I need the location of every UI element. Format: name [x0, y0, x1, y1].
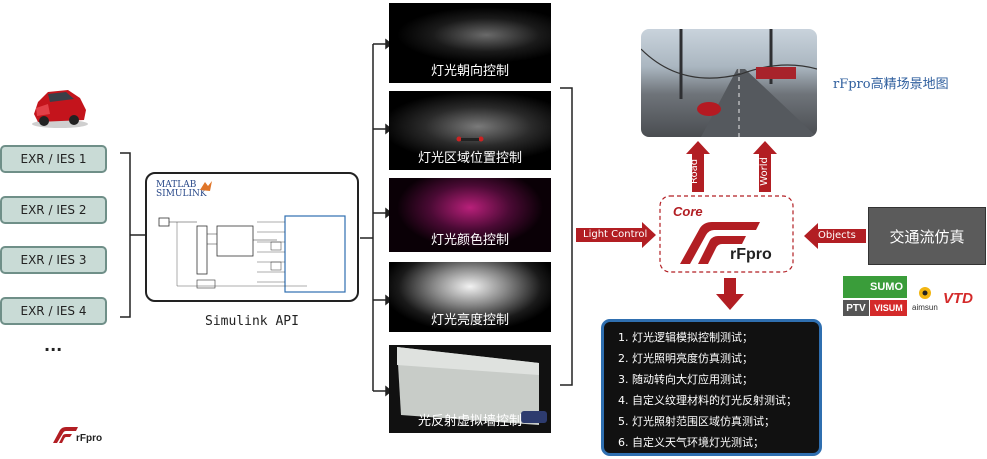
- ptv-logo: PTV: [843, 300, 869, 316]
- matlab-membrane-icon: [200, 181, 212, 191]
- sumo-logo: SUMO: [843, 276, 907, 298]
- use-case-item: 2. 灯光照明亮度仿真测试；: [618, 352, 753, 365]
- core-label: Core: [673, 204, 703, 219]
- road-label: Road: [689, 158, 701, 185]
- matlab-simulink-logo: MATLAB SIMULINK: [156, 180, 207, 199]
- use-case-item: 1. 灯光逻辑模拟控制测试；: [618, 331, 753, 344]
- car-silhouette-icon: [456, 136, 484, 142]
- rfpro-footer-logo-text: rFpro: [76, 433, 103, 444]
- panel-light-area-position: 灯光区域位置控制: [389, 91, 551, 170]
- rfpro-footer-logo-icon: [53, 427, 78, 443]
- use-case-item: 6. 自定义天气环境灯光测试；: [618, 436, 764, 449]
- simulink-block-diagram: [158, 215, 346, 293]
- aimsun-logo: aimsun: [912, 303, 938, 312]
- more-inputs-ellipsis: ...: [44, 336, 63, 355]
- aimsun-icon: [919, 287, 931, 299]
- visum-logo: VISUM: [870, 300, 907, 316]
- objects-label: Objects: [818, 230, 856, 241]
- input-exr-ies-2: EXR / IES 2: [0, 196, 107, 224]
- use-case-item: 5. 灯光照射范围区域仿真测试；: [618, 415, 775, 428]
- panel-light-color: 灯光颜色控制: [389, 178, 551, 252]
- light-control-label: Light Control: [583, 229, 648, 240]
- input-exr-ies-1: EXR / IES 1: [0, 145, 107, 173]
- bridge-scene: [641, 29, 817, 137]
- rfpro-map-image: [641, 29, 817, 137]
- input-exr-ies-4: EXR / IES 4: [0, 297, 107, 325]
- panel-light-direction: 灯光朝向控制: [389, 3, 551, 83]
- use-case-item: 3. 随动转向大灯应用测试；: [618, 373, 753, 386]
- panel-virtual-wall-reflection: 光反射虚拟墙控制: [389, 345, 551, 433]
- simulink-box: MATLAB SIMULINK: [145, 172, 359, 302]
- input-exr-ies-3: EXR / IES 3: [0, 246, 107, 274]
- virtual-wall-image: [397, 347, 547, 425]
- car-image: [32, 90, 88, 128]
- world-label: World: [758, 157, 770, 186]
- map-label: rFpro高精场景地图: [833, 77, 949, 92]
- rfpro-core-logo: [680, 222, 760, 264]
- simulink-api-caption: Simulink API: [205, 314, 299, 329]
- vtd-logo: VTD: [943, 290, 973, 307]
- traffic-simulation-box: 交通流仿真: [868, 207, 986, 265]
- use-cases-box: 1. 灯光逻辑模拟控制测试； 2. 灯光照明亮度仿真测试； 3. 随动转向大灯应…: [601, 319, 822, 456]
- panel-light-brightness: 灯光亮度控制: [389, 262, 551, 332]
- core-brand-text: rFpro: [730, 246, 772, 263]
- traffic-simulation-label: 交通流仿真: [889, 227, 965, 246]
- use-case-item: 4. 自定义纹理材料的灯光反射测试；: [618, 394, 797, 407]
